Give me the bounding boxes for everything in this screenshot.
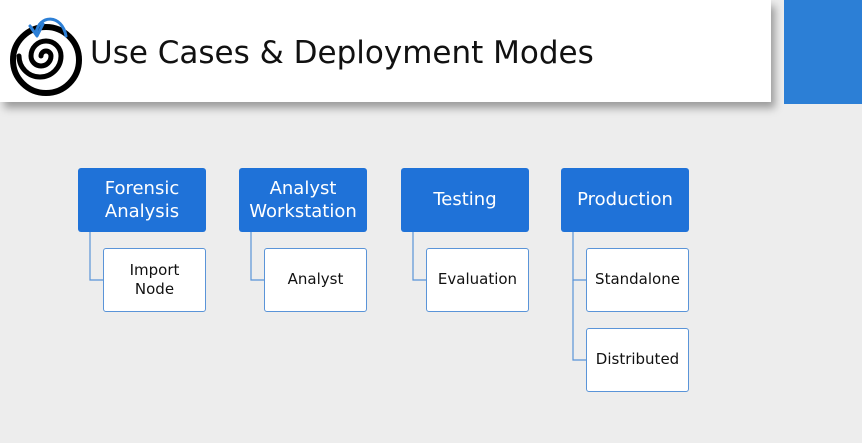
slide-header: Use Cases & Deployment Modes (0, 0, 771, 102)
box-analyst: Analyst (264, 248, 367, 312)
connector-testing-evaluation (412, 232, 426, 281)
box-standalone: Standalone (586, 248, 689, 312)
box-evaluation: Evaluation (426, 248, 529, 312)
box-import-node: Import Node (103, 248, 206, 312)
connector-production-distributed (572, 280, 586, 361)
box-testing: Testing (401, 168, 529, 232)
accent-block (784, 0, 862, 104)
box-analyst-workstation: Analyst Workstation (239, 168, 367, 232)
spiral-logo-icon (10, 17, 82, 96)
box-distributed: Distributed (586, 328, 689, 392)
box-forensic-analysis: Forensic Analysis (78, 168, 206, 232)
connector-production-standalone (572, 232, 586, 281)
connector-forensic-import (89, 232, 103, 281)
box-production: Production (561, 168, 689, 232)
page-title: Use Cases & Deployment Modes (90, 35, 594, 71)
connector-analyst-analyst (250, 232, 264, 281)
